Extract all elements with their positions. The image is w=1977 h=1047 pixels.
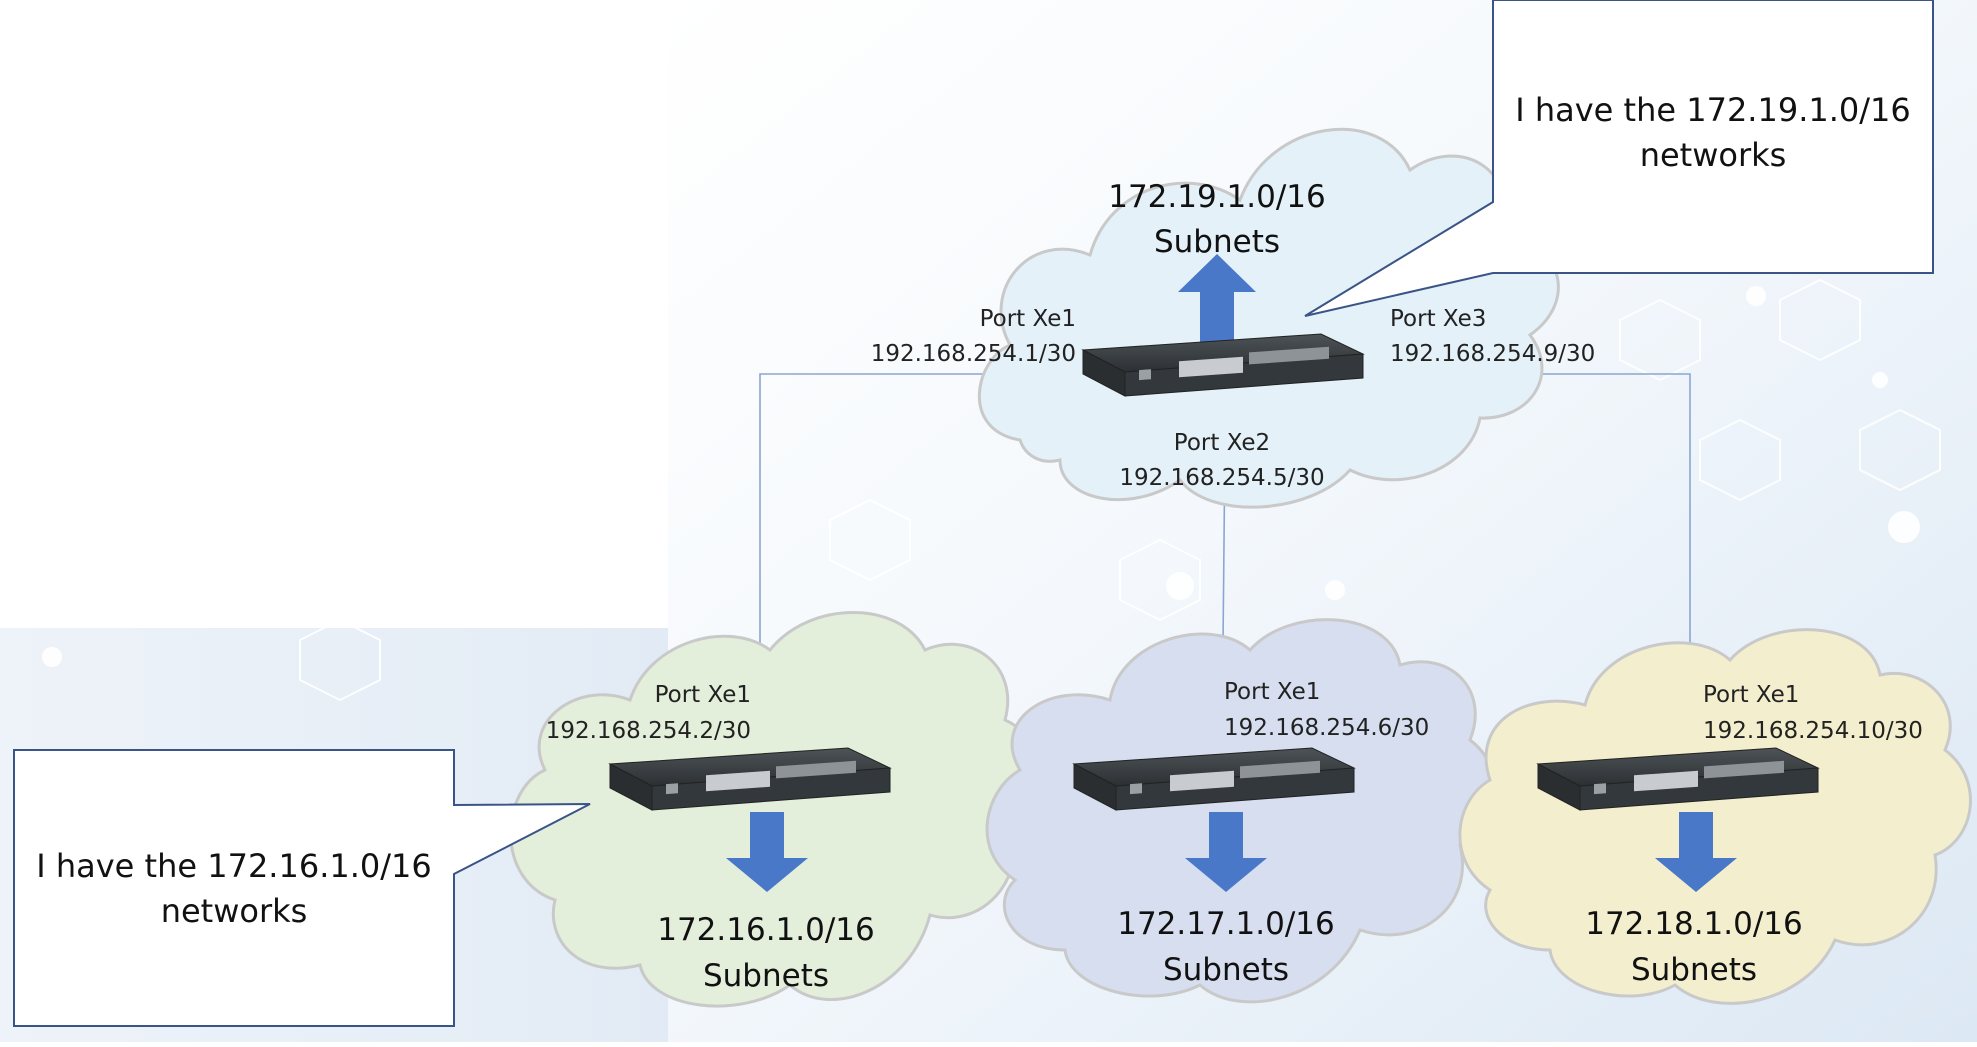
arrow-down-icon (1655, 812, 1737, 892)
callout-top (1304, 0, 1934, 317)
right-subnet-label: 172.18.1.0/16 (1585, 906, 1803, 942)
middle-port-label: Port Xe1 (1224, 679, 1320, 705)
cloud-green (509, 611, 1041, 1008)
xe3-port-label: Port Xe3 (1390, 306, 1486, 332)
callout-top-line1: I have the 172.19.1.0/16 (1515, 91, 1911, 129)
xe2-ip-label: 192.168.254.5/30 (1119, 465, 1324, 491)
left-subnet-label: 172.16.1.0/16 (657, 912, 875, 948)
hexagon-pattern (299, 278, 1941, 702)
arrow-up-icon (1178, 254, 1256, 342)
left-ip-label: 192.168.254.2/30 (546, 718, 751, 744)
callout-bottom-line2: networks (161, 892, 308, 930)
cloud-blue (985, 618, 1497, 1004)
middle-subnet-label: 172.17.1.0/16 (1117, 906, 1335, 942)
middle-subnet-word: Subnets (1163, 952, 1289, 988)
right-ip-label: 192.168.254.10/30 (1703, 718, 1923, 744)
xe3-ip-label: 192.168.254.9/30 (1390, 341, 1595, 367)
left-port-label: Port Xe1 (655, 682, 751, 708)
top-subnet-label: 172.19.1.0/16 (1108, 179, 1326, 215)
arrow-down-icon (726, 812, 808, 892)
xe2-port-label: Port Xe2 (1174, 430, 1270, 456)
link-xe1 (759, 373, 1083, 738)
top-subnet-word: Subnets (1154, 224, 1280, 260)
callout-bottom-line1: I have the 172.16.1.0/16 (36, 847, 432, 885)
callout-top-line2: networks (1640, 136, 1787, 174)
xe1-ip-label: 192.168.254.1/30 (871, 341, 1076, 367)
cloud-yellow (1458, 628, 1972, 1005)
left-subnet-word: Subnets (703, 958, 829, 994)
middle-ip-label: 192.168.254.6/30 (1224, 715, 1429, 741)
arrow-down-icon (1185, 812, 1267, 892)
callout-bottom (13, 749, 591, 1027)
xe1-port-label: Port Xe1 (980, 306, 1076, 332)
right-subnet-word: Subnets (1631, 952, 1757, 988)
right-port-label: Port Xe1 (1703, 682, 1799, 708)
